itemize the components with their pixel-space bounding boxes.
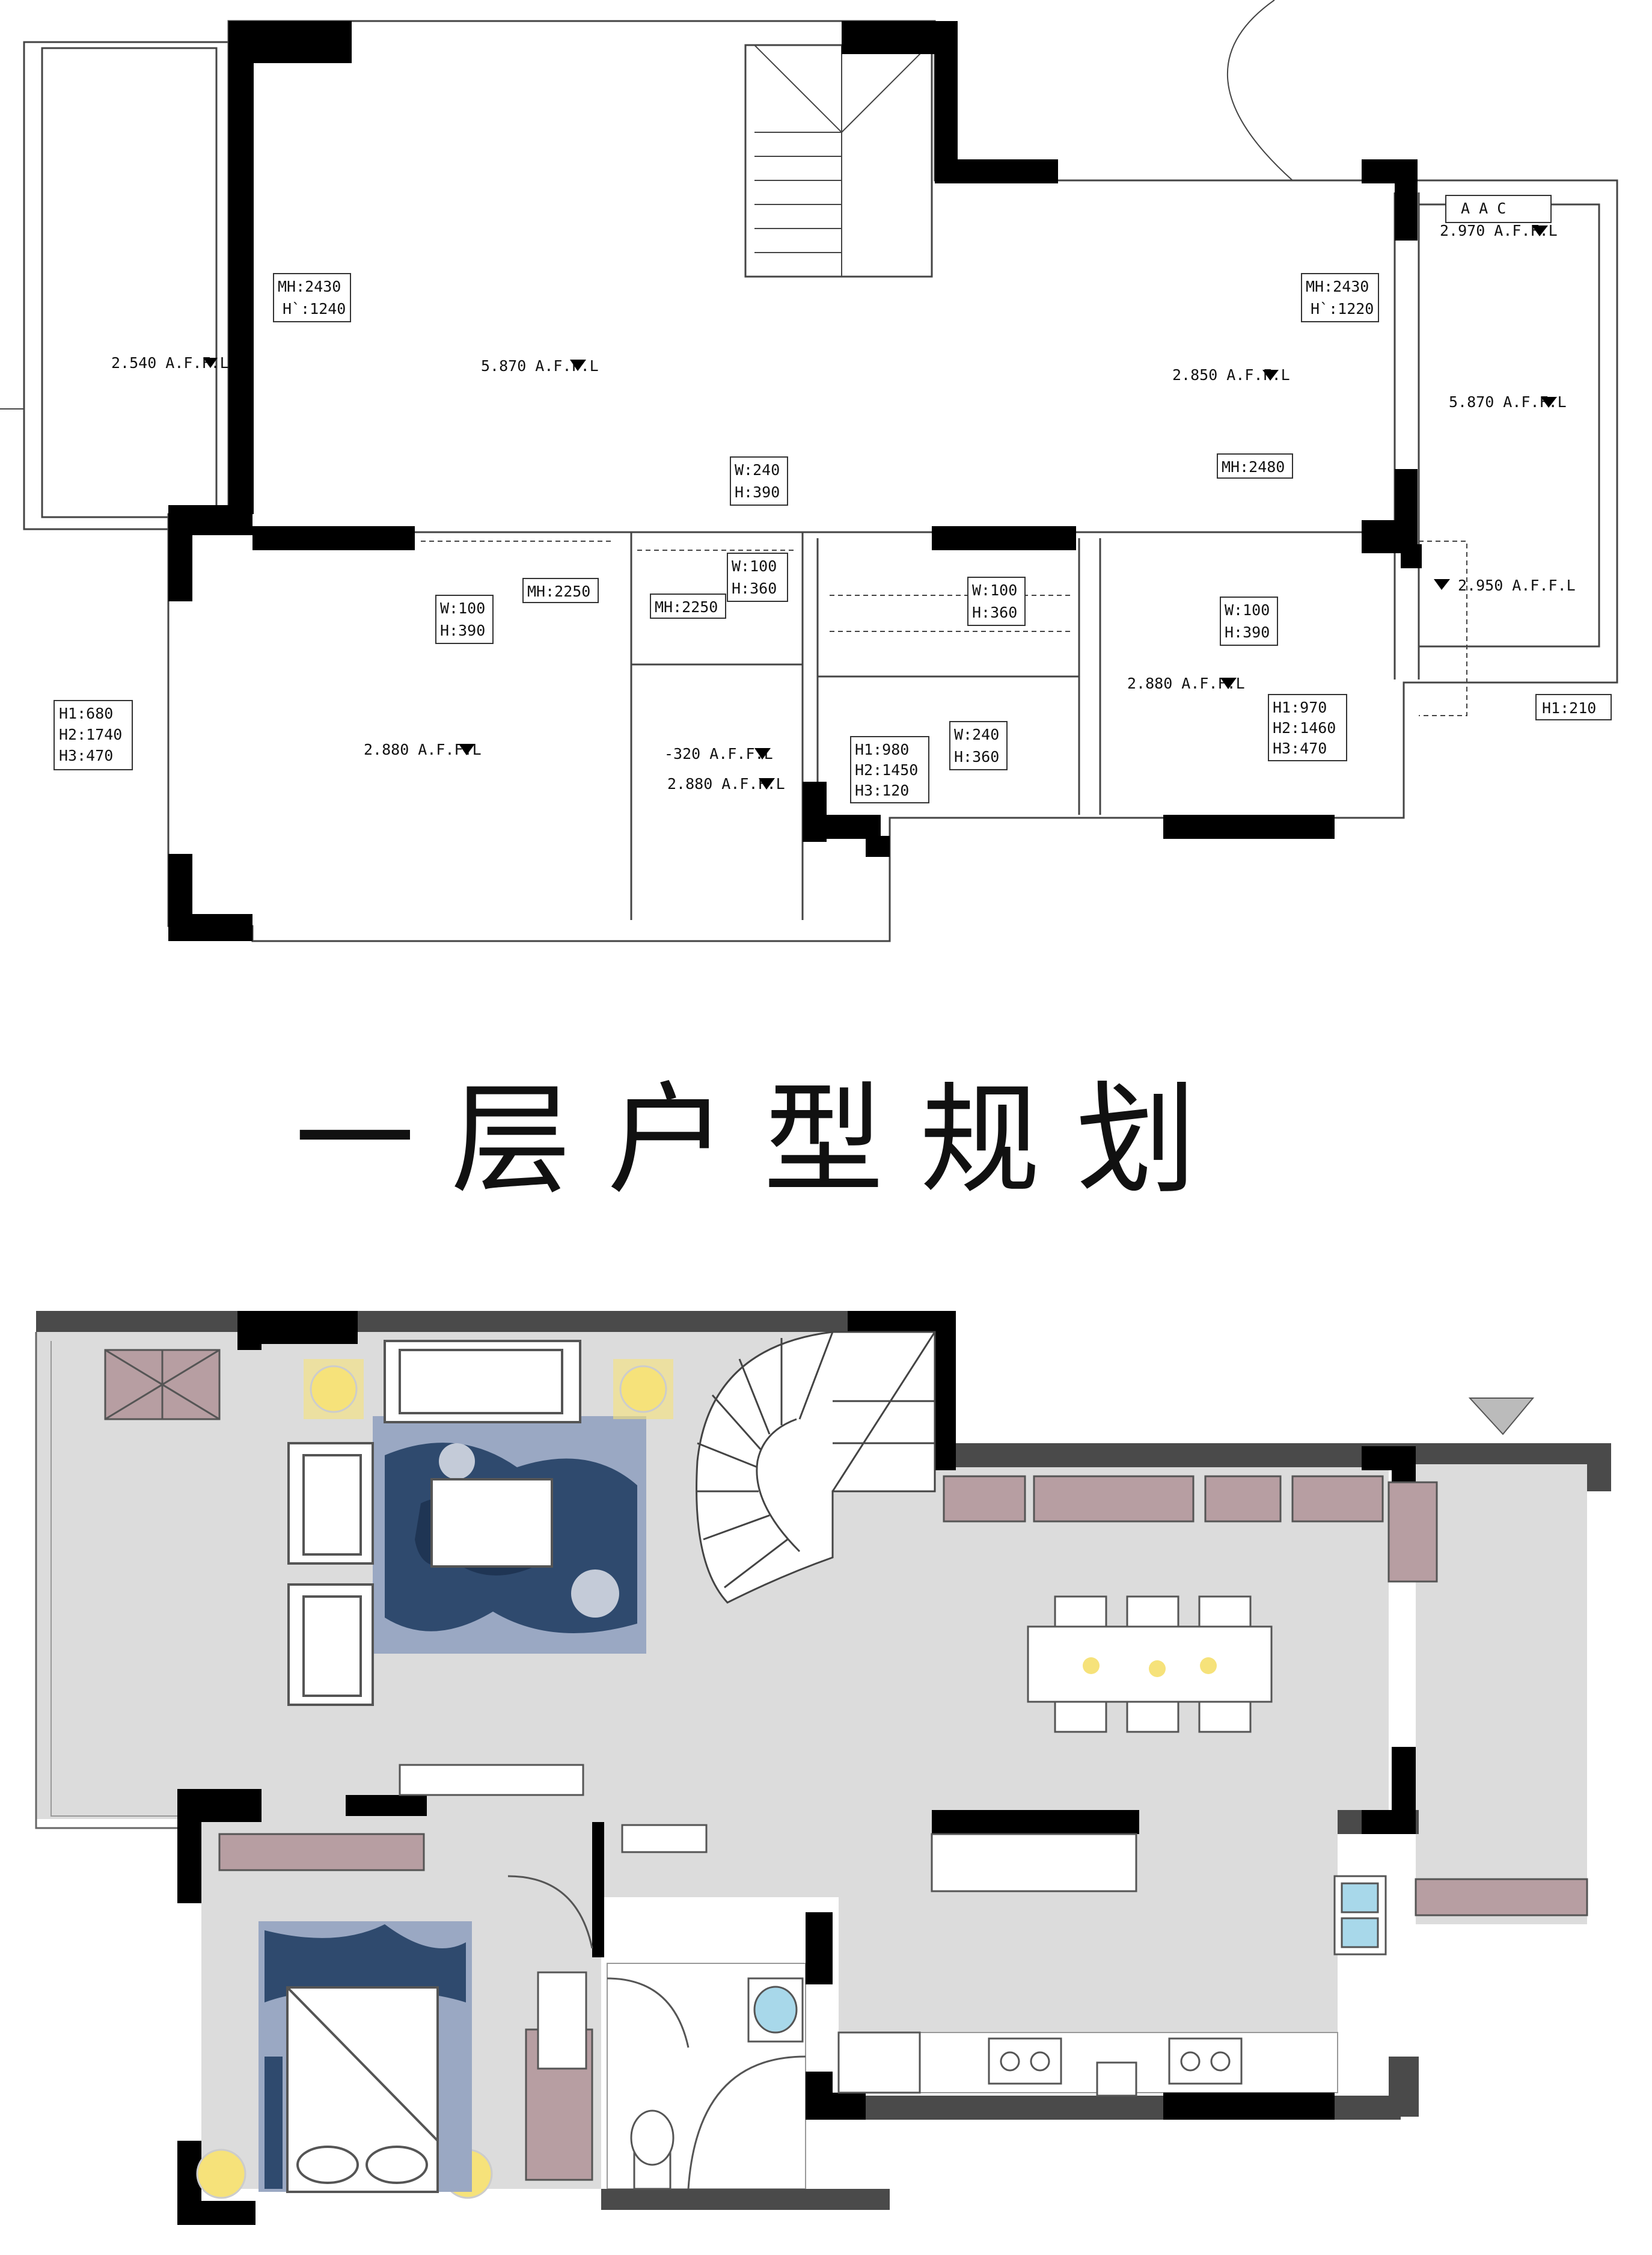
level-marker-icon: [1220, 678, 1237, 689]
label-h2-1450: H2:1450: [855, 761, 918, 779]
label-mh2250-a: MH:2250: [527, 583, 590, 600]
label-w240-a: W:240: [735, 461, 780, 479]
floor-right-annex: [1416, 1443, 1587, 1924]
level-marker-icon: [754, 748, 771, 759]
label-mh2480: MH:2480: [1222, 458, 1285, 476]
label-aff-2950: 2.950 A.F.F.L: [1458, 577, 1576, 594]
label-w100-c: W:100: [440, 600, 485, 617]
terrace-outline-inner: [50, 1341, 177, 1817]
kitchen-counter: [838, 2032, 1338, 2093]
sink-icon: [747, 1977, 804, 2043]
label-w100-b: W:100: [732, 557, 777, 575]
label-h1-970: H1:970: [1273, 699, 1327, 716]
label-h360-d: H:360: [972, 604, 1017, 621]
label-h1-210: H1:210: [1542, 699, 1596, 717]
plan-bottom: [35, 1311, 1611, 2225]
level-marker-icon: [570, 360, 586, 371]
terrace-outline: [35, 1332, 177, 1829]
label-aff-320: -320 A.F.F.L: [664, 745, 773, 762]
label-w100-d: W:100: [972, 581, 1017, 599]
bedroom-door: [507, 1875, 593, 1949]
page-title: 一层户型规划: [295, 1070, 1232, 1210]
level-marker-icon: [759, 778, 775, 790]
dining-table-icon: [1027, 1595, 1273, 1733]
shower-door: [687, 2055, 806, 2189]
label-aa-c: A A C: [1461, 200, 1506, 217]
label-h3-470-a: H3:470: [59, 747, 113, 764]
cabinet-icon: [104, 1349, 1588, 2181]
bed-icon: [286, 1986, 439, 2193]
label-h360-f: H:360: [954, 748, 999, 765]
label-h1-680: H1:680: [59, 705, 113, 722]
decor-box: [621, 1824, 708, 1853]
label-h1220: H`:1220: [1311, 300, 1374, 318]
decor-box: [537, 1971, 587, 2070]
kitchen-island: [931, 1833, 1137, 1892]
label-h1-980: H1:980: [855, 741, 909, 758]
sofa-icon: [287, 1340, 581, 1706]
label-h3-470-b: H3:470: [1273, 740, 1327, 757]
entry-console: [399, 1764, 584, 1796]
plan-top-labels: MH:2430 H`:1240 MH:2430 H`:1220 2.540 A.…: [54, 195, 1612, 803]
label-h3-120: H3:120: [855, 782, 909, 799]
kitchen-unit: [837, 2031, 921, 2094]
level-marker-icon: [1262, 370, 1279, 381]
terrace-arc: [1226, 0, 1293, 181]
label-h390-c: H:390: [440, 622, 485, 639]
plan-top: [0, 0, 1618, 942]
level-marker-icon: [1532, 226, 1548, 236]
level-marker-icon: [459, 744, 475, 755]
toilet-icon: [630, 2109, 675, 2190]
label-h390-a: H:390: [735, 483, 780, 501]
label-aff-2880-a: 2.880 A.F.F.L: [364, 741, 482, 758]
label-w100-e: W:100: [1225, 601, 1270, 619]
bath-door: [607, 1977, 690, 2048]
coffee-table: [430, 1478, 553, 1568]
level-marker-icon: [203, 358, 218, 368]
plan-top-outline-inner: [41, 47, 218, 518]
label-h360-b: H:360: [732, 580, 777, 597]
north-marker-icon: [1468, 1397, 1535, 1435]
label-h2-1740: H2:1740: [59, 726, 122, 743]
label-h1240: H`:1240: [283, 300, 346, 318]
sink-icon: [1333, 1875, 1387, 1956]
label-mh2250-b: MH:2250: [655, 598, 718, 616]
label-mh2430-left: MH:2430: [278, 278, 341, 295]
label-mh2430-right: MH:2430: [1306, 278, 1369, 295]
stair-icon: [744, 44, 933, 278]
stove-icon: [988, 2037, 1243, 2097]
label-w240-f: W:240: [954, 726, 999, 743]
label-h2-1460: H2:1460: [1273, 719, 1336, 737]
stair-treads: [754, 44, 929, 277]
plan-top-walls: [168, 21, 1422, 941]
plan-top-main-outline: [167, 20, 1618, 942]
stair-icon: [696, 1331, 936, 1604]
level-marker-icon: [1541, 397, 1557, 408]
label-h390-e: H:390: [1225, 624, 1270, 641]
level-marker-icon: [1434, 579, 1450, 590]
dashed-guide: [421, 541, 1467, 716]
plan-top-outline: [23, 41, 230, 530]
